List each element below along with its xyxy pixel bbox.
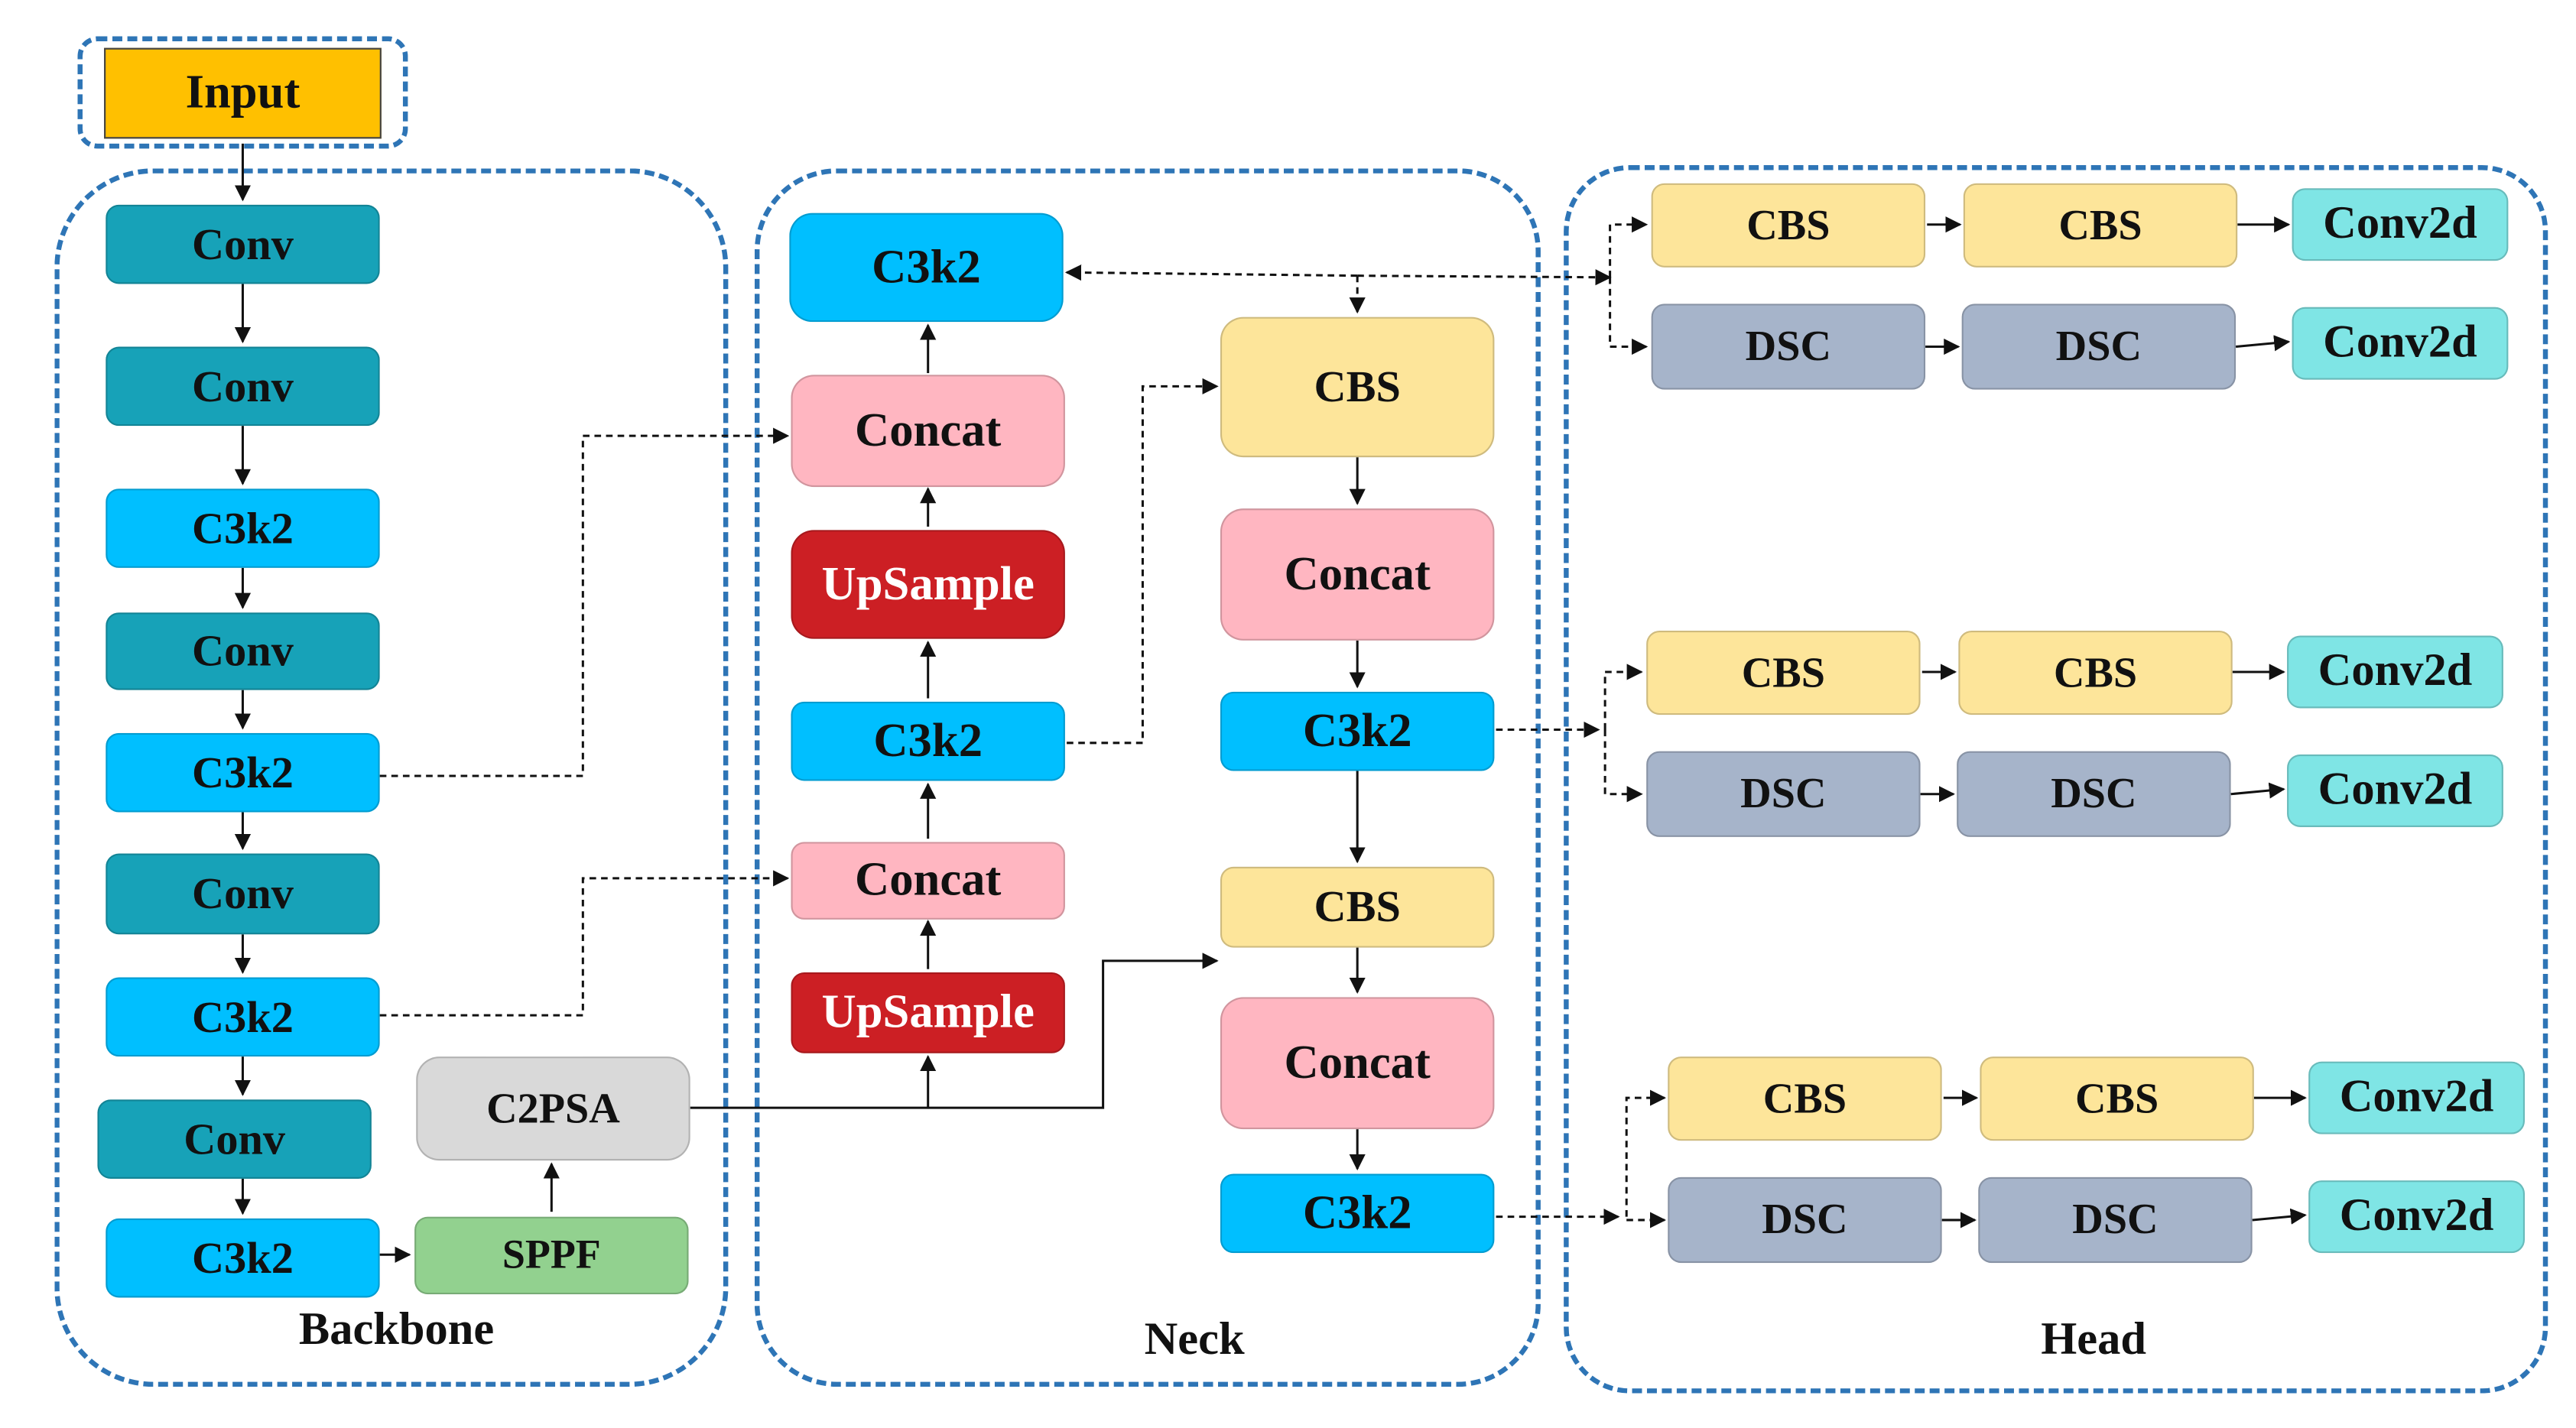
backbone-c3k2-4: C3k2 — [106, 1218, 380, 1298]
head2-conv2d-bottom: Conv2d — [2287, 754, 2503, 827]
neck-region — [754, 168, 1541, 1387]
head1-conv2d-bottom: Conv2d — [2292, 307, 2509, 380]
backbone-c3k2-2: C3k2 — [106, 732, 380, 813]
backbone-c3k2-3: C3k2 — [106, 977, 380, 1057]
neck-cbs-1: CBS — [1220, 316, 1495, 458]
head3-cbs-1: CBS — [1668, 1056, 1942, 1141]
backbone-conv-2: Conv — [106, 346, 380, 427]
head-region — [1564, 164, 2548, 1394]
head2-dsc-1: DSC — [1646, 751, 1921, 837]
neck-c3k2-p5: C3k2 — [1220, 1173, 1495, 1254]
input-node: Input — [104, 47, 382, 139]
neck-c3k2-p4: C3k2 — [1220, 691, 1495, 771]
head2-conv2d-top: Conv2d — [2287, 635, 2503, 709]
backbone-label: Backbone — [298, 1304, 495, 1356]
neck-concat-2: Concat — [791, 842, 1065, 920]
neck-concat-4: Concat — [1220, 997, 1495, 1130]
neck-cbs-2: CBS — [1220, 866, 1495, 948]
head2-cbs-1: CBS — [1646, 630, 1921, 716]
c2psa-node: C2PSA — [416, 1056, 690, 1161]
backbone-conv-1: Conv — [106, 204, 380, 284]
backbone-c3k2-1: C3k2 — [106, 488, 380, 568]
neck-upsample-2: UpSample — [791, 972, 1065, 1053]
neck-label: Neck — [1144, 1314, 1245, 1365]
backbone-conv-4: Conv — [106, 853, 380, 935]
neck-c3k2-mid: C3k2 — [791, 701, 1065, 781]
head1-conv2d-top: Conv2d — [2292, 188, 2509, 261]
neck-c3k2-top: C3k2 — [789, 213, 1064, 323]
neck-concat-3: Concat — [1220, 508, 1495, 641]
backbone-conv-3: Conv — [106, 612, 380, 690]
head1-cbs-1: CBS — [1651, 183, 1926, 268]
head3-conv2d-bottom: Conv2d — [2308, 1180, 2526, 1254]
head3-dsc-2: DSC — [1978, 1176, 2253, 1264]
head1-dsc-1: DSC — [1651, 303, 1926, 390]
sppf-node: SPPF — [414, 1216, 689, 1295]
backbone-conv-5: Conv — [97, 1099, 372, 1179]
head2-cbs-2: CBS — [1958, 630, 2233, 716]
head1-dsc-2: DSC — [1961, 303, 2237, 390]
head1-cbs-2: CBS — [1963, 183, 2238, 268]
head-label: Head — [2041, 1314, 2147, 1365]
head3-conv2d-top: Conv2d — [2308, 1061, 2526, 1134]
neck-concat-1: Concat — [791, 375, 1065, 488]
head3-dsc-1: DSC — [1668, 1176, 1942, 1264]
head3-cbs-2: CBS — [1980, 1056, 2254, 1141]
backbone-region — [54, 168, 729, 1387]
head2-dsc-2: DSC — [1957, 751, 2231, 837]
neck-upsample-1: UpSample — [791, 530, 1065, 639]
